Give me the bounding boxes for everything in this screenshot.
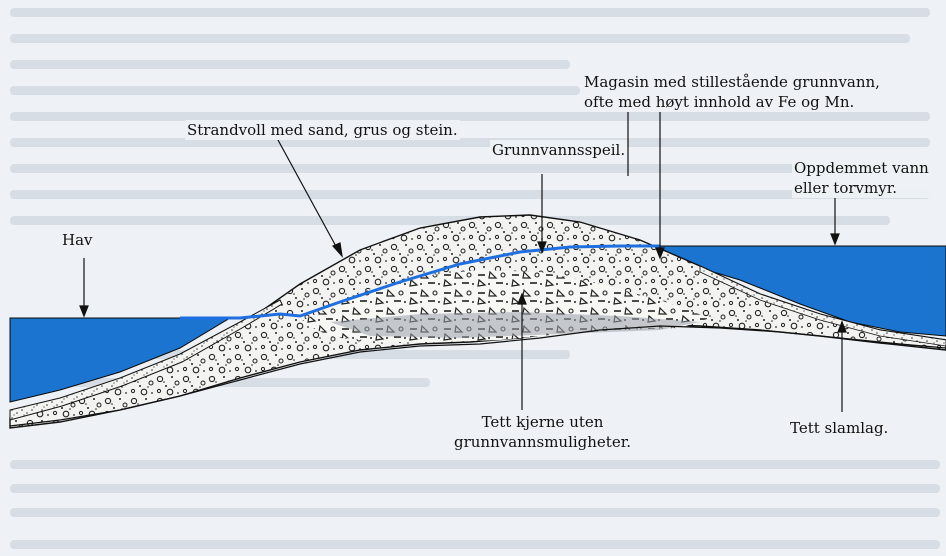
label-magasin-line1: Magasin med stillestående grunnvann, bbox=[584, 72, 880, 92]
label-oppdemmet: Oppdemmet vann eller torvmyr. bbox=[792, 158, 931, 198]
label-hav: Hav bbox=[60, 230, 95, 250]
label-kjerne: Tett kjerne uten grunnvannsmuligheter. bbox=[452, 412, 633, 452]
arrowhead-hav bbox=[80, 306, 88, 316]
label-oppdemmet-line1: Oppdemmet vann bbox=[794, 158, 929, 178]
label-magasin: Magasin med stillestående grunnvann, oft… bbox=[582, 72, 882, 112]
arrowhead-strandvoll bbox=[333, 243, 342, 256]
label-slamlag: Tett slamlag. bbox=[788, 418, 890, 438]
label-oppdemmet-line2: eller torvmyr. bbox=[794, 178, 929, 198]
label-kjerne-line2: grunnvannsmuligheter. bbox=[454, 432, 631, 452]
arrow-strandvoll bbox=[278, 140, 338, 250]
label-magasin-line2: ofte med høyt innhold av Fe og Mn. bbox=[584, 92, 880, 112]
label-kjerne-line1: Tett kjerne uten bbox=[454, 412, 631, 432]
arrowhead-oppdemmet bbox=[831, 234, 839, 244]
label-strandvoll: Strandvoll med sand, grus og stein. bbox=[185, 120, 460, 140]
label-grunnvannsspeil: Grunnvannsspeil. bbox=[490, 140, 627, 160]
